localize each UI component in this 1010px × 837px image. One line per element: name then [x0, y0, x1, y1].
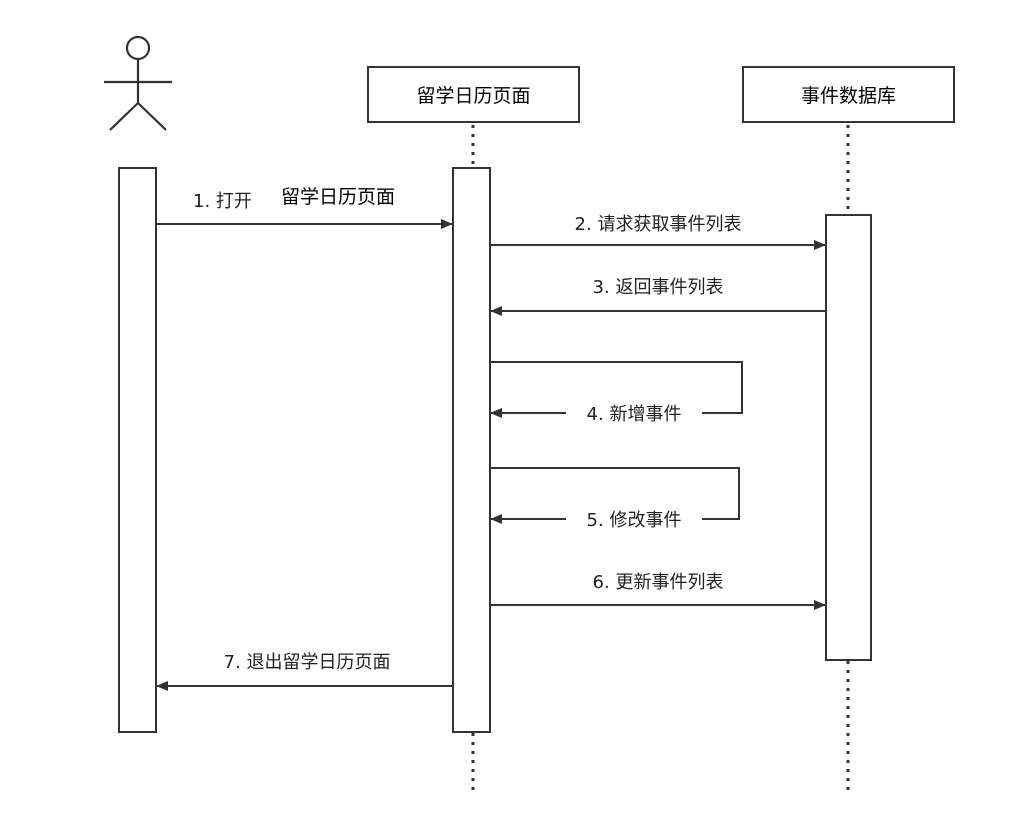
message-3: 3. 返回事件列表 — [490, 277, 825, 316]
message-1-label: 1. 打开 — [193, 191, 252, 212]
activation-user — [118, 167, 157, 733]
message-7: 7. 退出留学日历页面 — [156, 652, 452, 691]
message-5: 5. 修改事件 — [490, 467, 740, 531]
message-2: 2. 请求获取事件列表 — [491, 214, 826, 250]
message-1: 1. 打开 留学日历页面 — [157, 186, 453, 229]
participant-database-label: 事件数据库 — [801, 85, 896, 107]
message-4-label: 4. 新增事件 — [587, 404, 682, 425]
participant-page: 留学日历页面 — [367, 66, 580, 123]
activation-database — [825, 214, 872, 661]
participant-page-label: 留学日历页面 — [416, 85, 530, 107]
activation-page — [452, 167, 491, 733]
message-7-label: 7. 退出留学日历页面 — [224, 652, 391, 673]
message-3-label: 3. 返回事件列表 — [593, 277, 724, 298]
message-5-label: 5. 修改事件 — [587, 510, 682, 531]
participant-database: 事件数据库 — [742, 66, 955, 123]
message-2-label: 2. 请求获取事件列表 — [575, 214, 742, 235]
lifelines — [471, 125, 850, 790]
actor-icon — [104, 35, 172, 131]
message-1-target: 留学日历页面 — [281, 186, 395, 208]
message-4: 4. 新增事件 — [490, 361, 743, 425]
message-6-label: 6. 更新事件列表 — [593, 572, 724, 593]
message-6: 6. 更新事件列表 — [491, 572, 826, 610]
